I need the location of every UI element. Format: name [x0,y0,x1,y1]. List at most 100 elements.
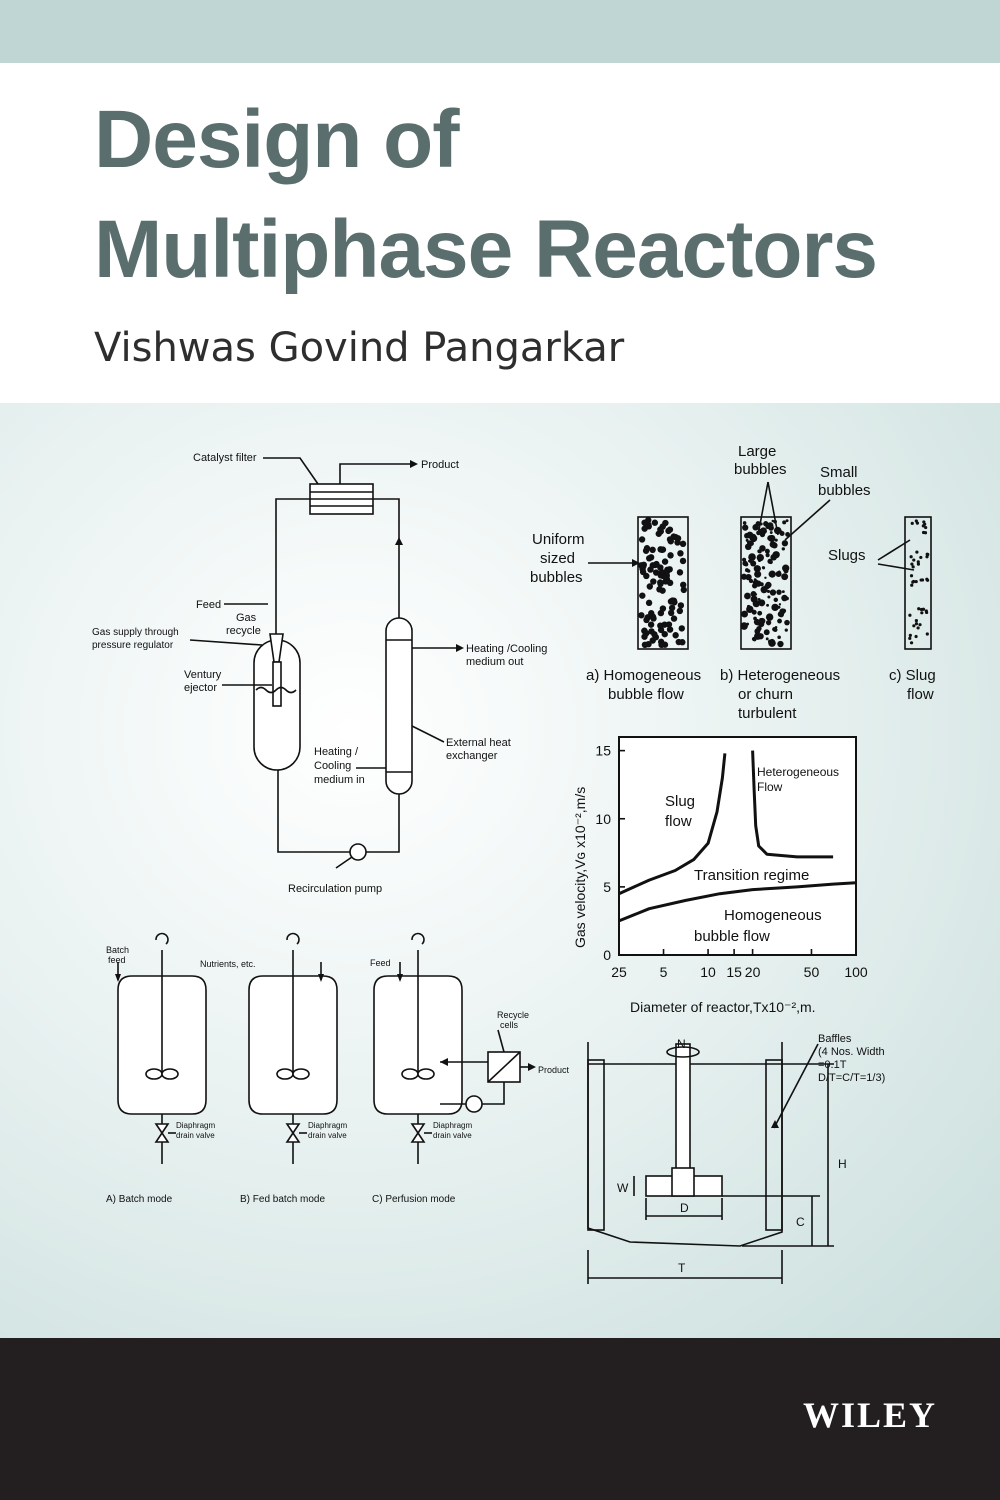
bubble [914,622,919,626]
bubble [659,605,667,612]
region-homo-2: bubble flow [694,928,770,945]
uniform-label-1: Uniform [532,531,585,548]
caption-a-2: bubble flow [608,686,684,703]
bubble [650,578,657,585]
bubble [670,615,678,622]
bubble [777,635,781,640]
perfusion-pump-icon [465,1095,483,1113]
bubble [772,551,780,559]
y-tick-label: 0 [603,947,611,963]
small-bubbles-label-2: bubbles [818,482,871,499]
bubble [921,524,925,528]
bubble [676,569,684,576]
recycle-label-2: cells [500,1020,519,1030]
bubble [914,634,918,639]
bubble [675,638,682,646]
bubble [754,593,758,596]
caption-b-2: or churn [738,686,793,703]
bubble [781,590,785,594]
bubble [679,557,687,565]
publisher-logo: WILEY [802,1395,937,1435]
bubble [751,636,757,642]
slug-bubbles [908,519,930,645]
bubble-flow-regimes: Large bubbles Small bubbles Uniform size… [530,443,936,722]
bubble [915,550,919,554]
caption-b-1: b) Heterogeneous [720,667,840,684]
bubble [645,516,652,524]
bubble [645,555,653,562]
bubble [676,607,684,615]
bubble [784,619,790,626]
bubble [783,568,789,574]
tank-diameter-label: T [678,1261,686,1275]
bubble [919,607,924,612]
bubble [754,579,759,584]
clearance-label: C [796,1215,805,1229]
hc-out-label-2: medium out [466,656,523,668]
heterogeneous-column [740,516,792,650]
churn-bubbles [740,519,791,648]
hc-in-label-1: Heating / [314,746,359,758]
bubble [667,552,674,559]
height-label: H [838,1157,847,1171]
region-slug-1: Slug [665,793,695,810]
bubble [641,641,649,649]
bubble [909,574,914,578]
bottom-band: WILEY [0,1338,1000,1500]
bubble [648,610,655,617]
bubble [779,530,783,534]
bubble [781,547,785,551]
bubble [911,580,915,584]
bubble [748,540,754,546]
bubble [643,630,650,637]
bubble [769,638,775,645]
caption-a-1: a) Homogeneous [586,667,701,684]
uniform-label-2: sized [540,550,575,567]
bubble [758,549,762,554]
bubble [908,633,912,637]
bubble [680,581,687,589]
bubble [668,604,676,612]
drain-valve-icon [285,1123,301,1143]
stirred-tank-diagram: N Baffles (4 Nos. Width =0.1T D/T=C/T=1/… [587,1033,885,1284]
catalyst-filter-label: Catalyst filter [193,452,257,464]
x-tick-label: 50 [804,964,820,980]
bubble [768,534,776,543]
bubble [908,613,912,617]
baffles-label-1: Baffles [818,1033,852,1045]
gas-supply-label-1: Gas supply through [92,627,179,638]
bubble [785,519,789,523]
region-hetero-2: Flow [757,780,783,794]
bubble [752,524,759,531]
bubble [774,538,778,542]
bubble [646,583,654,590]
bubble [924,525,928,530]
bubble [666,579,674,587]
bubble [657,564,664,571]
bubble [916,626,920,630]
bubble [910,583,914,587]
chart-xlabel: Diameter of reactor,Tx10⁻²,m. [630,999,816,1015]
bubble [768,570,776,578]
impeller-diameter-label: D [680,1201,689,1215]
bubble [679,540,687,548]
bubble [765,581,772,589]
bubble [749,534,758,543]
bubble [765,613,774,621]
bubble [784,628,788,632]
y-tick-label: 5 [603,879,611,895]
bubble [911,565,915,569]
bubble [751,596,755,600]
bioreactor-modes-diagram: Batch feed Nutrients, etc. Feed Recycle … [106,932,570,1205]
gas-recycle-label-1: Gas [236,612,257,624]
baffles-label-4: D/T=C/T=1/3) [818,1072,885,1084]
bubble [910,562,914,566]
bubble [766,522,774,529]
bubble [908,636,912,640]
bubble [779,608,786,615]
product-label: Product [421,459,459,471]
drain-valve-icon [154,1123,170,1143]
cover-illustration: Catalyst filter Product [0,403,1000,1338]
bubble [638,612,645,619]
bubble [643,545,651,552]
